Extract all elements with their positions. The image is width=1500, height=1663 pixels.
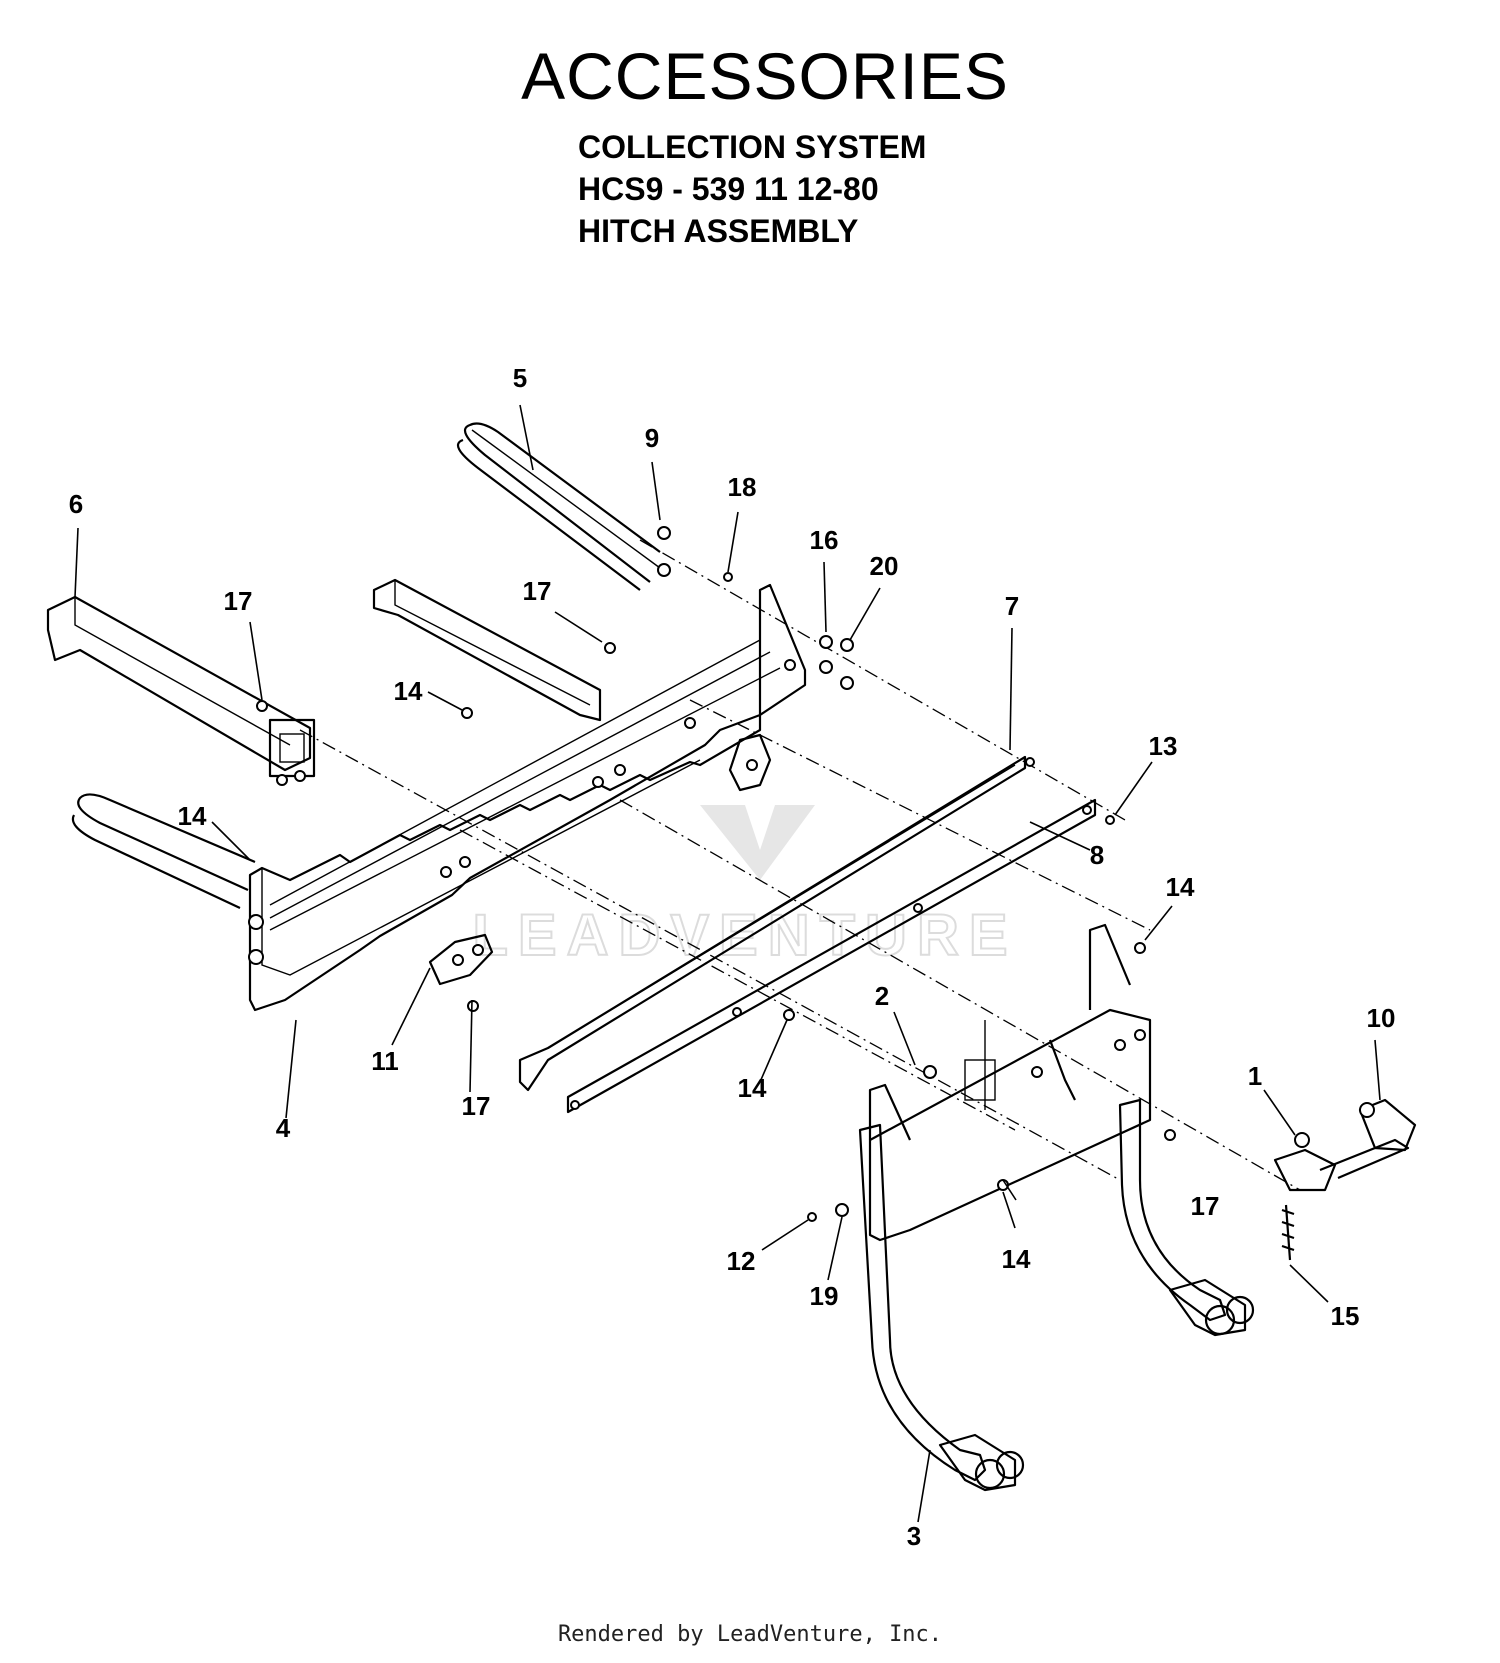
- callout-11: 11: [371, 1046, 399, 1076]
- part-u-bolt-left[interactable]: [71, 793, 256, 909]
- alignment-line-c: [689, 699, 1151, 931]
- part-middle-arm[interactable]: [372, 578, 602, 722]
- callout-1: 1: [1248, 1061, 1262, 1091]
- part-u-bolt-top[interactable]: [456, 422, 661, 591]
- callout-18: 18: [728, 472, 757, 502]
- callout-17-hitch: 17: [1191, 1191, 1220, 1221]
- callout-15: 15: [1331, 1301, 1360, 1331]
- callout-labels: 5 9 18 6 17 16 20 17 7 14 13 14 8 14 2 1…: [69, 363, 1396, 1551]
- callout-8: 8: [1090, 840, 1104, 870]
- callout-7: 7: [1005, 591, 1019, 621]
- alignment-line-d: [459, 829, 1016, 1131]
- part-flat-strip[interactable]: [566, 798, 1097, 1114]
- subtitle-line-assembly: HITCH ASSEMBLY: [578, 213, 859, 249]
- callout-19: 19: [810, 1281, 839, 1311]
- callout-14-frame: 14: [394, 676, 423, 706]
- callout-3: 3: [907, 1521, 921, 1551]
- part-left-arm[interactable]: [46, 595, 316, 786]
- alignment-line-e: [619, 799, 1301, 1191]
- part-bracket[interactable]: [428, 933, 494, 986]
- callout-20: 20: [870, 551, 899, 581]
- part-latch[interactable]: [1273, 1098, 1417, 1192]
- page-title: ACCESSORIES: [521, 39, 1009, 113]
- callout-10: 10: [1367, 1003, 1396, 1033]
- callout-17-bracket: 17: [462, 1091, 491, 1121]
- callout-12: 12: [727, 1246, 756, 1276]
- part-frame-bracket[interactable]: [728, 733, 772, 792]
- subtitle-line-model: HCS9 - 539 11 12-80: [578, 171, 879, 207]
- callout-6: 6: [69, 489, 83, 519]
- callout-14-lower: 14: [1002, 1244, 1031, 1274]
- callout-9: 9: [645, 423, 659, 453]
- callout-17-left-arm: 17: [224, 586, 253, 616]
- watermark-logo-icon: [700, 805, 815, 880]
- subtitle-line-system: COLLECTION SYSTEM: [578, 129, 927, 165]
- callout-14-left: 14: [178, 801, 207, 831]
- footer-credit: Rendered by LeadVenture, Inc.: [557, 1622, 943, 1647]
- part-angle-bar[interactable]: [518, 755, 1035, 1092]
- callout-14-strip: 14: [738, 1073, 767, 1103]
- diagram-subtitles: COLLECTION SYSTEM HCS9 - 539 11 12-80 HI…: [578, 126, 926, 252]
- callout-16: 16: [810, 525, 839, 555]
- part-spring[interactable]: [1281, 1204, 1295, 1261]
- callout-4: 4: [276, 1113, 291, 1143]
- watermark-text: LEADVENTURE: [472, 903, 1017, 968]
- part-main-frame[interactable]: [248, 583, 807, 1012]
- callout-2: 2: [875, 981, 889, 1011]
- alignment-line-a: [639, 539, 1126, 821]
- callout-5: 5: [513, 363, 527, 393]
- callout-14-hitch: 14: [1166, 872, 1195, 902]
- leadventure-watermark: LEADVENTURE: [471, 805, 1017, 969]
- callout-leaders: [74, 404, 1381, 1523]
- callout-17-frame: 17: [523, 576, 552, 606]
- alignment-lines: [299, 539, 1301, 1191]
- callout-13: 13: [1149, 731, 1178, 761]
- part-hitch-frame[interactable]: [858, 923, 1255, 1492]
- loose-hardware: [461, 526, 1176, 1222]
